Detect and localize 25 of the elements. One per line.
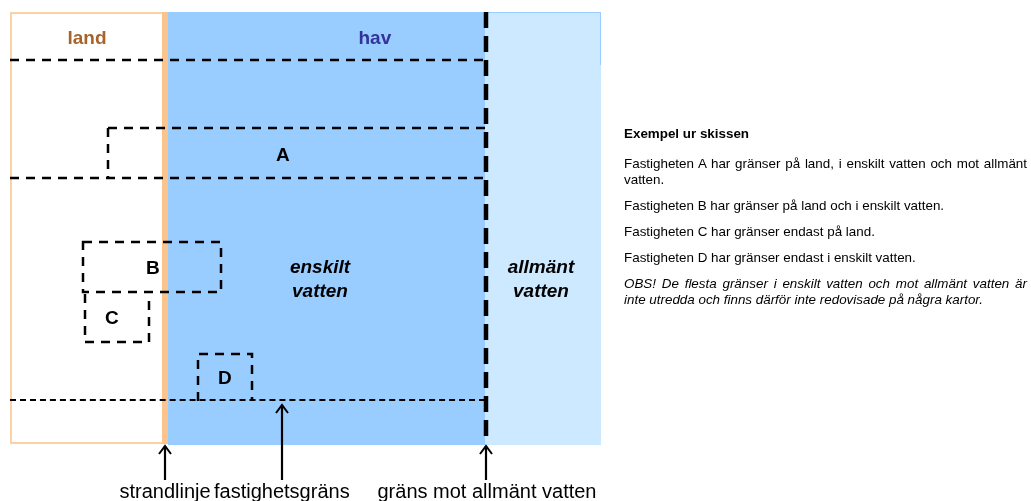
sea-area (168, 12, 601, 444)
zone-label: enskilt vatten (288, 255, 352, 303)
parcel-label: C (105, 307, 119, 329)
zone-label: allmänt vatten (506, 255, 576, 303)
annotation-label: gräns mot allmänt vatten (377, 479, 597, 501)
land-area (10, 12, 162, 444)
property-boundary-line (10, 399, 485, 402)
parcel-label: B (146, 257, 160, 279)
pointer-arrow (158, 445, 172, 480)
note-text: OBS! De flesta gränser i enskilt vatten och mot allmänt vatten är inte utredda och finns därför inte redovisade på några kartor. (624, 276, 1027, 308)
note-text: Fastigheten C har gränser endast på land. (624, 224, 876, 240)
annotation-label: fastighetsgräns (214, 479, 350, 501)
parcel-label: A (276, 144, 290, 166)
note-text: Fastigheten D har gränser endast i enskilt vatten. (624, 250, 917, 266)
pointer-arrow (479, 445, 493, 480)
zone-label: hav (358, 27, 392, 49)
parcel-label: D (218, 367, 232, 389)
zone-label: land (67, 27, 107, 49)
note-text: Fastigheten B har gränser på land och i enskilt vatten. (624, 198, 946, 214)
public-water-zone (485, 65, 601, 445)
shoreline-strip (162, 12, 168, 444)
note-text: Fastigheten A har gränser på land, i enskilt vatten och mot allmänt vatten. (624, 156, 1027, 188)
notes-heading: Exempel ur skissen (624, 126, 751, 142)
annotation-label: strandlinje (119, 479, 211, 501)
pointer-arrow (275, 404, 289, 480)
